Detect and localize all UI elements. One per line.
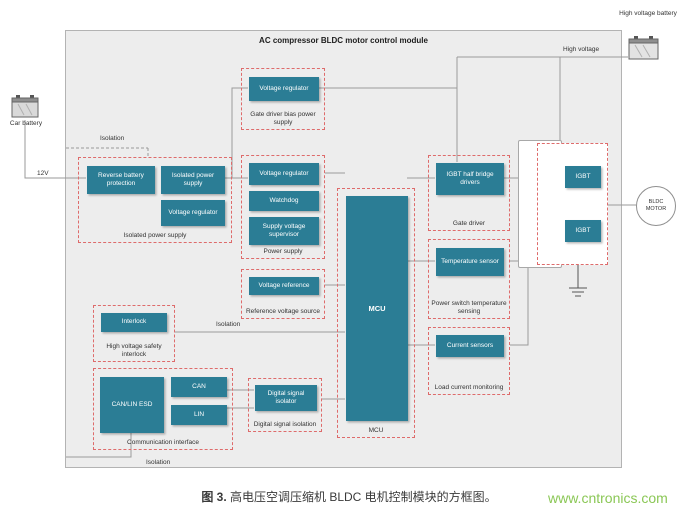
block-current-sensors: Current sensors [436,335,504,357]
group-temperature-sensing: Temperature sensor Power switch temperat… [428,239,510,319]
block-voltage-regulator-isolated: Voltage regulator [161,200,225,226]
block-temperature-sensor: Temperature sensor [436,248,504,276]
block-watchdog: Watchdog [249,191,319,211]
caption-current-monitoring: Load current monitoring [434,383,504,391]
caption-mcu: MCU [368,426,384,434]
hv-battery-label: High voltage battery [619,10,677,17]
car-battery-label: Car battery [9,120,43,127]
isolation-label-top: Isolation [100,135,125,142]
group-communication-interface: CAN/LIN ESD CAN LIN Communication interf… [93,368,233,450]
car-battery-voltage: 12V [37,170,49,177]
watermark: www.cntronics.com [548,490,668,506]
group-mcu: MCU MCU [337,188,415,438]
isolation-label-middle: Isolation [216,321,241,328]
block-igbt-top: IGBT [565,166,601,188]
high-voltage-line-label: High voltage [563,46,600,53]
caption-power-supply: Power supply [263,247,303,255]
figure-caption-label: 图 3. [201,490,227,504]
isolation-label-bottom: Isolation [146,459,171,466]
block-reverse-battery-protection: Reverse battery protection [87,166,155,194]
caption-temperature-sensing: Power switch temperature sensing [431,299,507,315]
caption-isolated-power-supply: Isolated power supply [123,231,187,239]
group-power-supply: Voltage regulator Watchdog Supply voltag… [241,155,325,259]
group-reference-voltage: Voltage reference Reference voltage sour… [241,269,325,319]
block-digital-signal-isolator: Digital signal isolator [255,385,317,411]
caption-reference-voltage: Reference voltage source [245,307,321,315]
diagram-title: AC compressor BLDC motor control module [259,36,428,45]
block-igbt-bottom: IGBT [565,220,601,242]
block-voltage-reference: Voltage reference [249,277,319,295]
block-supply-voltage-supervisor: Supply voltage supervisor [249,217,319,245]
group-digital-signal-isolation: Digital signal isolator Digital signal i… [248,378,322,432]
caption-gate-driver: Gate driver [452,219,486,227]
hv-battery-icon [628,36,659,60]
car-battery-icon [11,95,39,118]
block-voltage-regulator-bias: Voltage regulator [249,77,319,101]
caption-communication-interface: Communication interface [127,438,199,446]
block-mcu: MCU [346,196,408,421]
group-hv-interlock: Interlock High voltage safety interlock [93,305,175,362]
caption-digital-signal-isolation: Digital signal isolation [253,420,317,428]
group-gate-driver-bias: Voltage regulator Gate driver bias power… [241,68,325,130]
block-lin: LIN [171,405,227,425]
block-interlock: Interlock [101,313,167,332]
bldc-motor: BLDC MOTOR [636,186,676,226]
block-can-lin-esd: CAN/LIN ESD [100,377,164,433]
group-isolated-power-supply: Reverse battery protection Isolated powe… [78,157,232,243]
block-can: CAN [171,377,227,397]
group-gate-driver: IGBT half bridge drivers Gate driver [428,155,510,231]
igbt-bridge-box [537,143,608,265]
figure-caption: 图 3. 高电压空调压缩机 BLDC 电机控制模块的方框图。 [0,488,698,505]
block-voltage-regulator: Voltage regulator [249,163,319,185]
group-current-monitoring: Current sensors Load current monitoring [428,327,510,395]
block-igbt-half-bridge-drivers: IGBT half bridge drivers [436,163,504,195]
block-isolated-power-supply: Isolated power supply [161,166,225,194]
figure-caption-text: 高电压空调压缩机 BLDC 电机控制模块的方框图。 [226,490,497,504]
caption-gate-driver-bias: Gate driver bias power supply [250,110,316,126]
caption-hv-interlock: High voltage safety interlock [106,342,162,358]
